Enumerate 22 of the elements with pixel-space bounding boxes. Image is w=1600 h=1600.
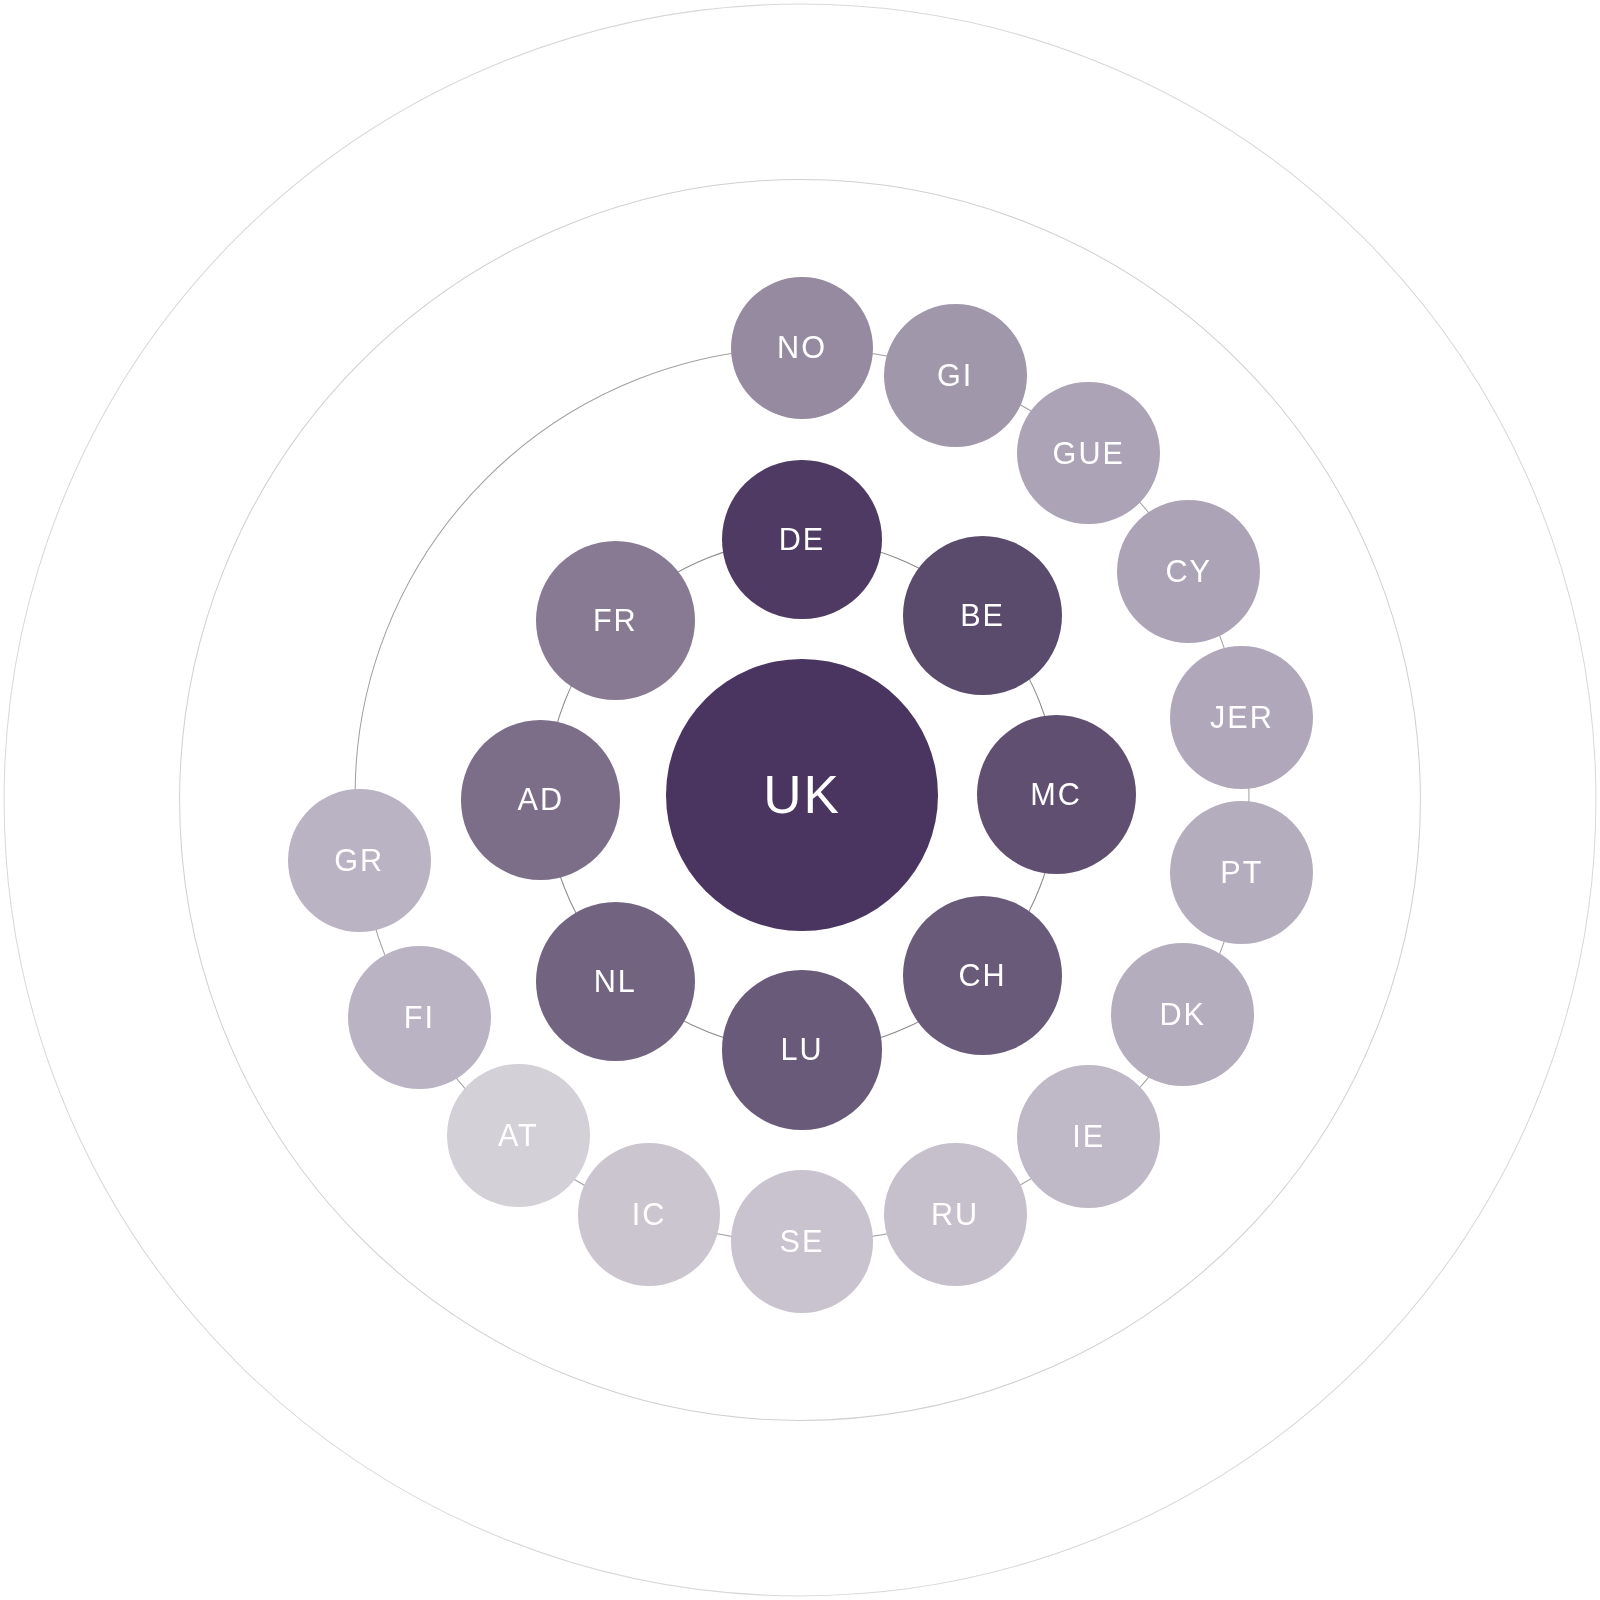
country-circle: BE: [903, 535, 1063, 695]
country-circle: GR: [287, 788, 431, 932]
country-circle: IC: [577, 1142, 721, 1286]
country-circle: LU: [722, 970, 882, 1130]
country-circle: IE: [1017, 1065, 1161, 1209]
country-circle: RU: [883, 1142, 1027, 1286]
country-circle: UK: [666, 659, 938, 931]
country-circle: FI: [347, 945, 491, 1089]
country-circle: CH: [903, 895, 1063, 1056]
country-circle: CY: [1117, 500, 1261, 643]
country-circle: DE: [722, 460, 882, 620]
country-circle: MC: [976, 715, 1136, 875]
country-circle: AD: [461, 720, 621, 880]
country-circle: GI: [883, 304, 1027, 447]
country-circle: NO: [730, 276, 874, 420]
country-circle: JER: [1170, 645, 1314, 789]
country-circle: GUE: [1017, 381, 1161, 525]
country-circle: FR: [535, 540, 695, 700]
country-circle: DK: [1111, 942, 1255, 1086]
country-circle: PT: [1170, 801, 1314, 944]
country-circle: SE: [730, 1170, 874, 1314]
country-circle: NL: [535, 902, 695, 1062]
